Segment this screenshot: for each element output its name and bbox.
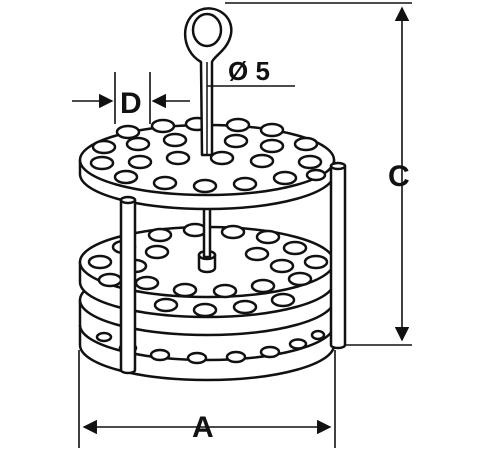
overall-width-label: A [192, 411, 214, 444]
top-plate-holes [89, 116, 327, 194]
hole-diameter-label: D [120, 87, 142, 120]
center-rod-lower [202, 203, 212, 259]
overall-height-label: C [388, 160, 410, 193]
handle [184, 7, 233, 157]
diameter-label: Ø 5 [228, 56, 270, 86]
support-posts [119, 161, 347, 375]
dimension-lines [72, 2, 412, 448]
